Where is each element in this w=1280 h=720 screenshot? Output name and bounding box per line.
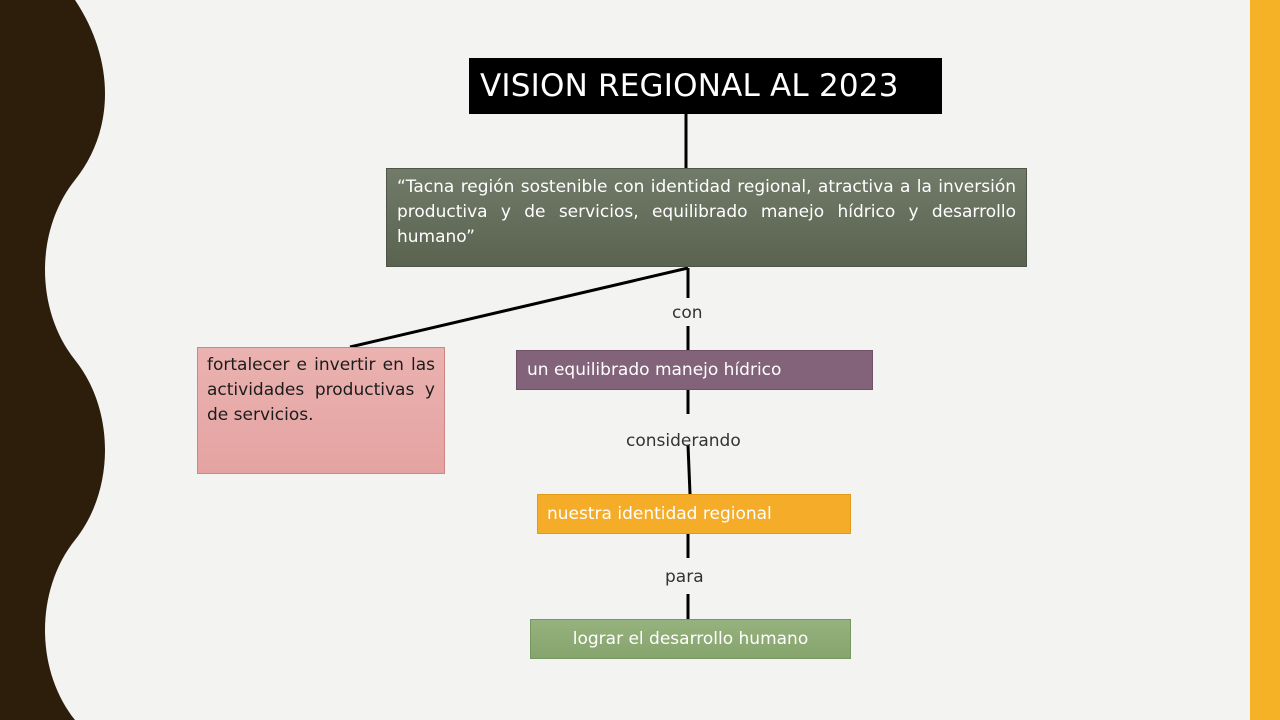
left-decorative-band — [0, 0, 105, 720]
diagram-title-box: VISION REGIONAL AL 2023 — [469, 58, 942, 114]
connector-water-to-identity — [686, 444, 692, 495]
vision-statement: “Tacna región sostenible con identidad r… — [397, 177, 1016, 247]
diagram-title: VISION REGIONAL AL 2023 — [480, 68, 899, 104]
human-development-node-text: lograr el desarrollo humano — [572, 629, 809, 649]
right-decorative-band — [1250, 0, 1280, 720]
connector-label-considerando: considerando — [626, 431, 741, 451]
connector-label-con: con — [670, 302, 705, 324]
strategy-node: fortalecer e invertir en las actividades… — [197, 347, 445, 474]
regional-identity-node: nuestra identidad regional — [537, 494, 851, 534]
water-management-node: un equilibrado manejo hídrico — [516, 350, 873, 390]
connector-label-para: para — [663, 566, 706, 588]
connector-vision-to-strategy — [349, 266, 689, 349]
strategy-node-text: fortalecer e invertir en las actividades… — [207, 355, 435, 425]
vision-statement-box: “Tacna región sostenible con identidad r… — [386, 168, 1027, 267]
human-development-node: lograr el desarrollo humano — [530, 619, 851, 659]
regional-identity-node-text: nuestra identidad regional — [547, 504, 772, 524]
water-management-node-text: un equilibrado manejo hídrico — [527, 360, 782, 380]
wavy-brown-band — [0, 0, 105, 720]
